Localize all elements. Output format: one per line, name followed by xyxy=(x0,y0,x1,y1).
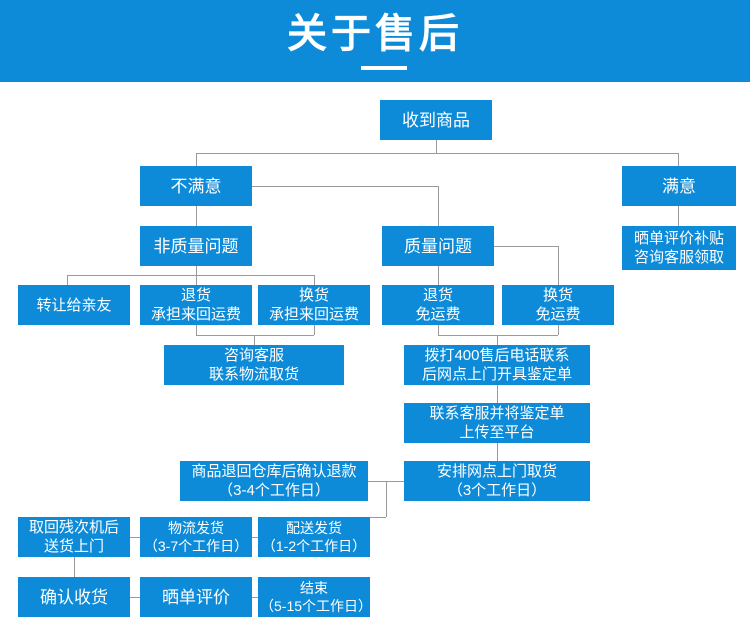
node-exchange-paid[interactable]: 换货 承担来回运费 xyxy=(258,285,370,325)
connector-exchange-paid-down xyxy=(314,325,315,335)
node-confirm-receipt[interactable]: 确认收货 xyxy=(18,577,130,617)
connector-defective-to-logistics xyxy=(130,537,140,538)
node-dissatisfied[interactable]: 不满意 xyxy=(140,166,252,206)
connector-call400-to-upload xyxy=(497,385,498,403)
connector-paid-merge-bus xyxy=(196,335,314,336)
node-transfer-to-friend[interactable]: 转让给亲友 xyxy=(18,285,130,325)
node-quality-issue[interactable]: 质量问题 xyxy=(382,226,494,266)
page-title: 关于售后 xyxy=(287,12,463,56)
connector-bus-to-exchange-paid xyxy=(314,275,315,285)
connector-return-paid-down xyxy=(196,325,197,335)
connector-logistics-to-delivery xyxy=(252,537,258,538)
connector-defective-to-confirm xyxy=(74,557,75,577)
node-arrange-pickup[interactable]: 安排网点上门取货 （3个工作日） xyxy=(404,461,590,501)
connector-upload-to-pickup xyxy=(497,443,498,461)
node-delivery-ship[interactable]: 配送发货 （1-2个工作日） xyxy=(258,517,370,557)
connector-bus-to-satisfied xyxy=(678,153,679,166)
connector-exchange-free-down xyxy=(558,325,559,335)
title-underline-rule xyxy=(361,66,407,70)
connector-satisfied-to-reward xyxy=(678,206,679,226)
connector-bus-to-dissatisfied xyxy=(196,153,197,166)
connector-nonquality-bus xyxy=(67,275,315,276)
connector-pickup-down xyxy=(386,481,387,517)
node-post-review[interactable]: 晒单评价 xyxy=(140,577,252,617)
connector-return-free-down xyxy=(438,325,439,335)
node-logistics-ship[interactable]: 物流发货 （3-7个工作日） xyxy=(140,517,252,557)
node-return-free[interactable]: 退货 免运费 xyxy=(382,285,494,325)
node-exchange-free[interactable]: 换货 免运费 xyxy=(502,285,614,325)
connector-top-bus xyxy=(196,153,679,154)
node-satisfied-reward[interactable]: 晒单评价补贴 咨询客服领取 xyxy=(622,226,736,270)
connector-quality-right xyxy=(494,246,558,247)
node-refund-confirm[interactable]: 商品退回仓库后确认退款 （3-4个工作日） xyxy=(180,461,368,501)
node-call-400[interactable]: 拨打400售后电话联系 后网点上门开具鉴定单 xyxy=(404,345,590,385)
node-finish[interactable]: 结束 （5-15个工作日） xyxy=(258,577,372,617)
connector-merge-to-call400 xyxy=(497,335,498,345)
connector-dissatisfied-right xyxy=(252,186,438,187)
node-received[interactable]: 收到商品 xyxy=(380,100,492,140)
connector-received-down xyxy=(436,140,437,154)
page-header-banner: 关于售后 xyxy=(0,0,750,82)
node-satisfied[interactable]: 满意 xyxy=(622,166,736,206)
connector-shipping-bus xyxy=(370,517,386,518)
connector-bus-to-transfer xyxy=(67,275,68,285)
connector-review-to-finish xyxy=(252,597,258,598)
connector-bus-to-return-paid xyxy=(196,275,197,285)
connector-merge-to-contact-logistics xyxy=(254,335,255,345)
connector-dissatisfied-to-nonquality xyxy=(196,206,197,226)
connector-elbow-to-exchange-free xyxy=(558,246,559,285)
connector-free-merge-bus xyxy=(438,335,558,336)
node-return-defective[interactable]: 取回残次机后 送货上门 xyxy=(18,517,130,557)
connector-confirm-to-review xyxy=(130,597,140,598)
node-non-quality-issue[interactable]: 非质量问题 xyxy=(140,226,252,266)
node-contact-logistics[interactable]: 咨询客服 联系物流取货 xyxy=(164,345,344,385)
node-upload-report[interactable]: 联系客服并将鉴定单 上传至平台 xyxy=(404,403,590,443)
connector-quality-to-return-free xyxy=(438,266,439,285)
connector-nonquality-down xyxy=(196,266,197,275)
connector-elbow-to-quality xyxy=(438,186,439,226)
node-return-paid[interactable]: 退货 承担来回运费 xyxy=(140,285,252,325)
